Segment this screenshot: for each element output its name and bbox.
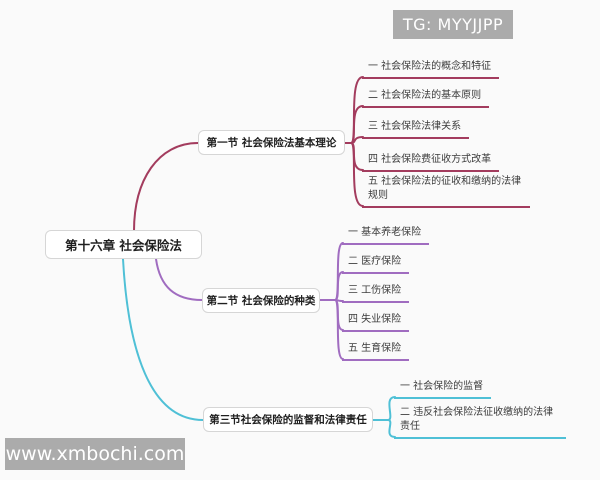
branch1-leaf-1[interactable]: 一 社会保险法的概念和特征	[362, 60, 500, 79]
edge-root-branch1	[133, 142, 199, 232]
branch2-leaf-2[interactable]: 二 医疗保险	[342, 255, 410, 274]
branch2-leaf-4[interactable]: 四 失业保险	[342, 313, 410, 332]
branch2-leaf-3[interactable]: 三 工伤保险	[342, 284, 410, 303]
branch3-leaf-2[interactable]: 二 违反社会保险法征收缴纳的法律责任	[394, 406, 566, 439]
edge-branch3-leaf2	[387, 419, 396, 438]
branch2-leaf-5[interactable]: 五 生育保险	[342, 342, 410, 361]
root-topic[interactable]: 第十六章 社会保险法	[45, 230, 202, 259]
branch1-leaf-5[interactable]: 五 社会保险法的征收和缴纳的法律规则	[362, 175, 530, 208]
website-watermark: www.xmbochi.com	[5, 438, 185, 470]
telegram-watermark: TG: MYYJJPP	[393, 10, 513, 39]
branch1-leaf-3[interactable]: 三 社会保险法律关系	[362, 120, 470, 139]
branch1-topic[interactable]: 第一节 社会保险法基本理论	[198, 130, 345, 155]
branch2-topic[interactable]: 第二节 社会保险的种类	[202, 288, 320, 313]
edge-root-branch3	[122, 258, 204, 421]
edge-branch1-leaf5	[350, 142, 364, 207]
edge-branch2-leaf5	[334, 299, 344, 360]
branch1-leaf-2[interactable]: 二 社会保险法的基本原则	[362, 89, 490, 108]
branch3-topic[interactable]: 第三节社会保险的监督和法律责任	[203, 407, 373, 432]
branch1-leaf-4[interactable]: 四 社会保险费征收方式改革	[362, 153, 500, 172]
branch3-leaf-1[interactable]: 一 社会保险的监督	[394, 380, 492, 399]
branch2-leaf-1[interactable]: 一 基本养老保险	[342, 226, 430, 245]
edge-root-branch2	[155, 258, 203, 301]
